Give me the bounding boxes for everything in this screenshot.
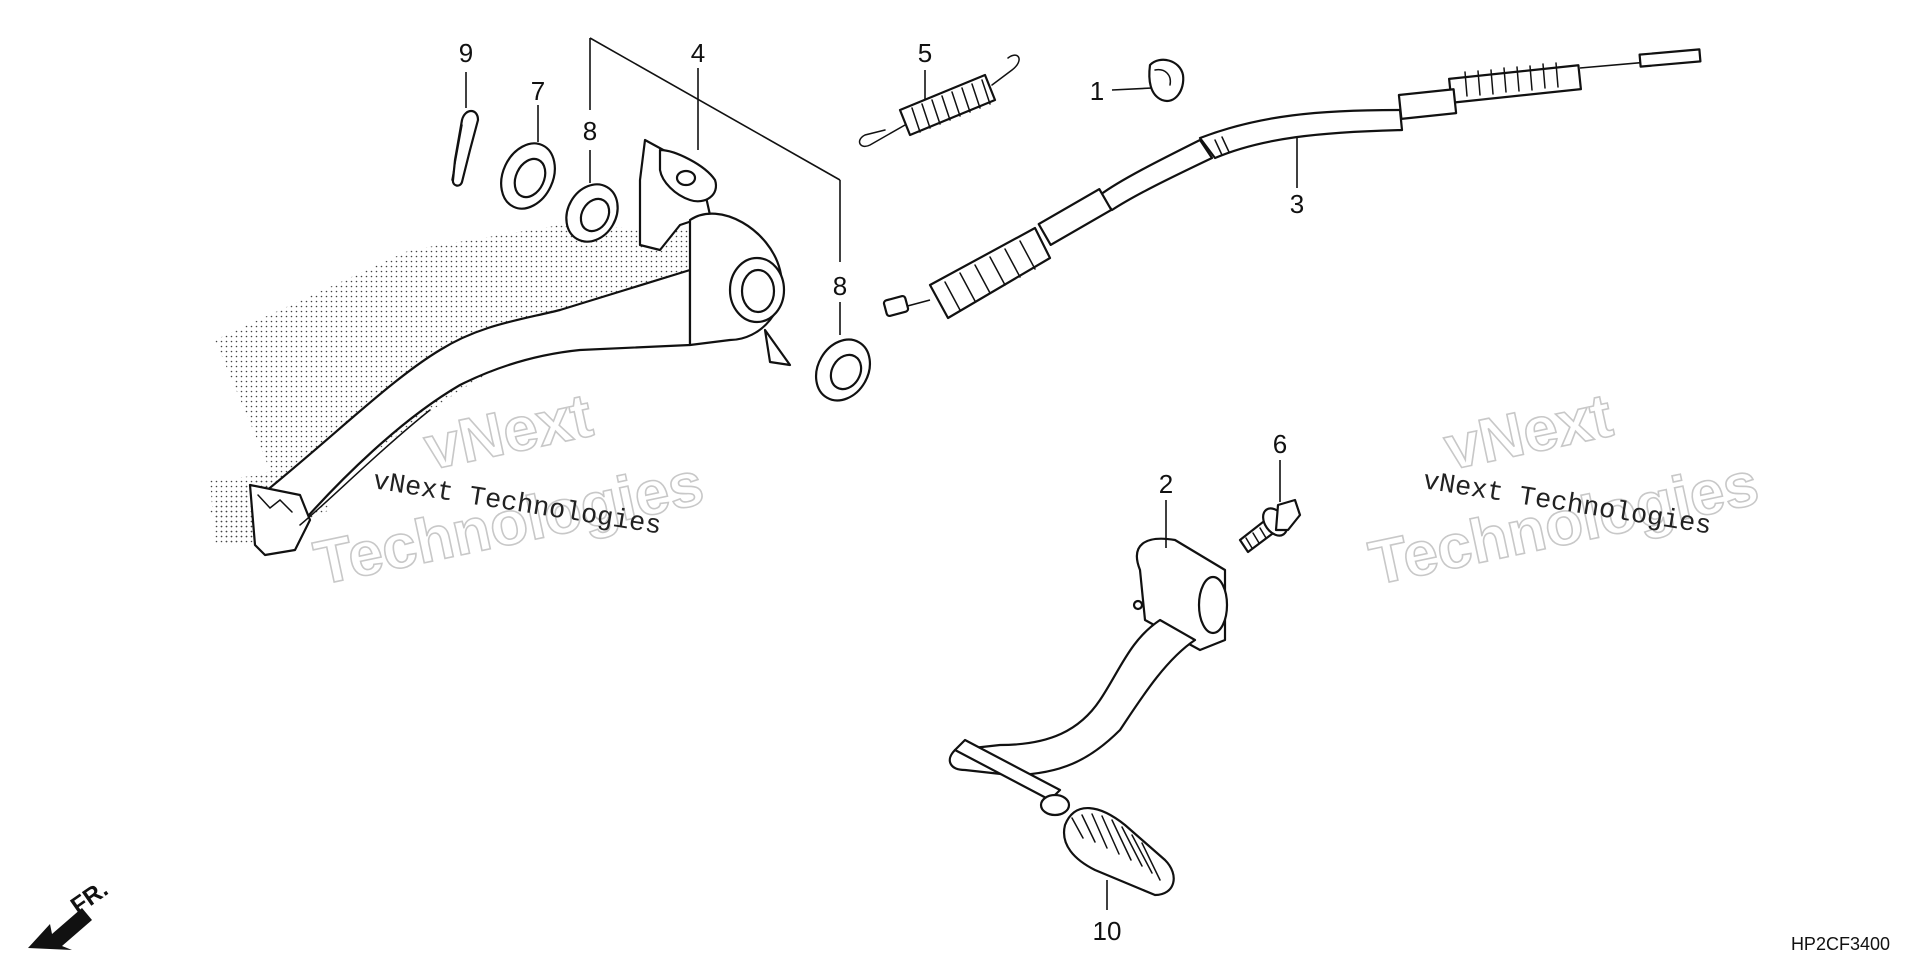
cable-clip [1148, 58, 1185, 103]
spring-coil-turns [911, 79, 991, 133]
callout-5: 5 [918, 38, 932, 68]
callout-8-lower: 8 [833, 271, 847, 301]
leader-lines [465, 37, 1298, 910]
leader-1 [1111, 87, 1153, 91]
spring-coil [898, 73, 997, 137]
shift-pedal [948, 537, 1229, 817]
callout-7: 7 [531, 76, 545, 106]
callouts: 1 2 3 4 5 6 7 8 8 9 10 [459, 38, 1304, 946]
return-spring [858, 54, 1020, 147]
cable-fitting-lower [1037, 188, 1113, 246]
pedal-rubber [1062, 807, 1175, 897]
front-label: FR. [66, 876, 113, 920]
callout-8-upper: 8 [583, 116, 597, 146]
pedal-pad-teeth [257, 494, 293, 513]
shift-pedal-arm [948, 618, 1197, 777]
seal-inner [579, 197, 611, 233]
adjuster-threads [1464, 62, 1559, 97]
cable-adjuster-lower [928, 226, 1052, 320]
washer [500, 142, 556, 210]
callout-6: 6 [1273, 429, 1287, 459]
rubber-body [1062, 807, 1175, 897]
shift-peg-end [1039, 793, 1071, 817]
bolt-head [1274, 498, 1302, 532]
rubber-ribs [1071, 813, 1161, 881]
cable-housing-upper [1198, 108, 1404, 160]
dust-seal-upper [565, 183, 619, 243]
shift-pedal-spline [1197, 575, 1229, 635]
brake-pedal [210, 138, 792, 557]
callout-3: 3 [1290, 189, 1304, 219]
pivot-bore [740, 268, 776, 314]
washer-inner [513, 157, 547, 199]
clip-inner [1154, 68, 1172, 86]
shift-pedal-peg [953, 738, 1062, 802]
cable-housing-lower [1098, 138, 1214, 212]
clamp-bolt-hole [1132, 599, 1144, 611]
cotter-pin-split [451, 124, 463, 181]
pedal-arm-edge [299, 409, 431, 526]
cable-threaded-end [1638, 48, 1702, 68]
cable-end-pin [882, 294, 910, 318]
front-direction-indicator: FR. [28, 876, 113, 950]
callout-4: 4 [691, 38, 705, 68]
clip-body [1148, 58, 1185, 103]
bracket-hole [675, 169, 697, 187]
cable-break-mark [1214, 136, 1230, 156]
cotter-pin-body [451, 109, 480, 187]
bolt-threads [1245, 527, 1267, 549]
pivot-stop [763, 328, 792, 367]
watermark-line1: vNext [1439, 381, 1619, 484]
callout-2: 2 [1159, 469, 1173, 499]
brake-cable [882, 48, 1702, 320]
callout-10: 10 [1093, 916, 1122, 946]
spring-hook-left [858, 124, 906, 147]
watermark-right: vNext Technologies vNext Technologies [1363, 380, 1765, 599]
leader-8-group-diag [589, 37, 841, 181]
flange-bolt [1238, 498, 1302, 554]
lower-adjuster-threads [944, 240, 1036, 311]
callout-9: 9 [459, 38, 473, 68]
diagram-code: HP2CF3400 [1791, 934, 1890, 954]
cable-adjuster-upper [1448, 64, 1582, 104]
front-arrow-icon [28, 908, 92, 950]
dust-seal-lower [814, 338, 872, 402]
spring-hook-right [991, 54, 1020, 86]
seal-inner [829, 353, 863, 391]
cotter-pin [451, 109, 480, 187]
cable-fitting-upper [1397, 88, 1458, 120]
callout-1: 1 [1090, 76, 1104, 106]
